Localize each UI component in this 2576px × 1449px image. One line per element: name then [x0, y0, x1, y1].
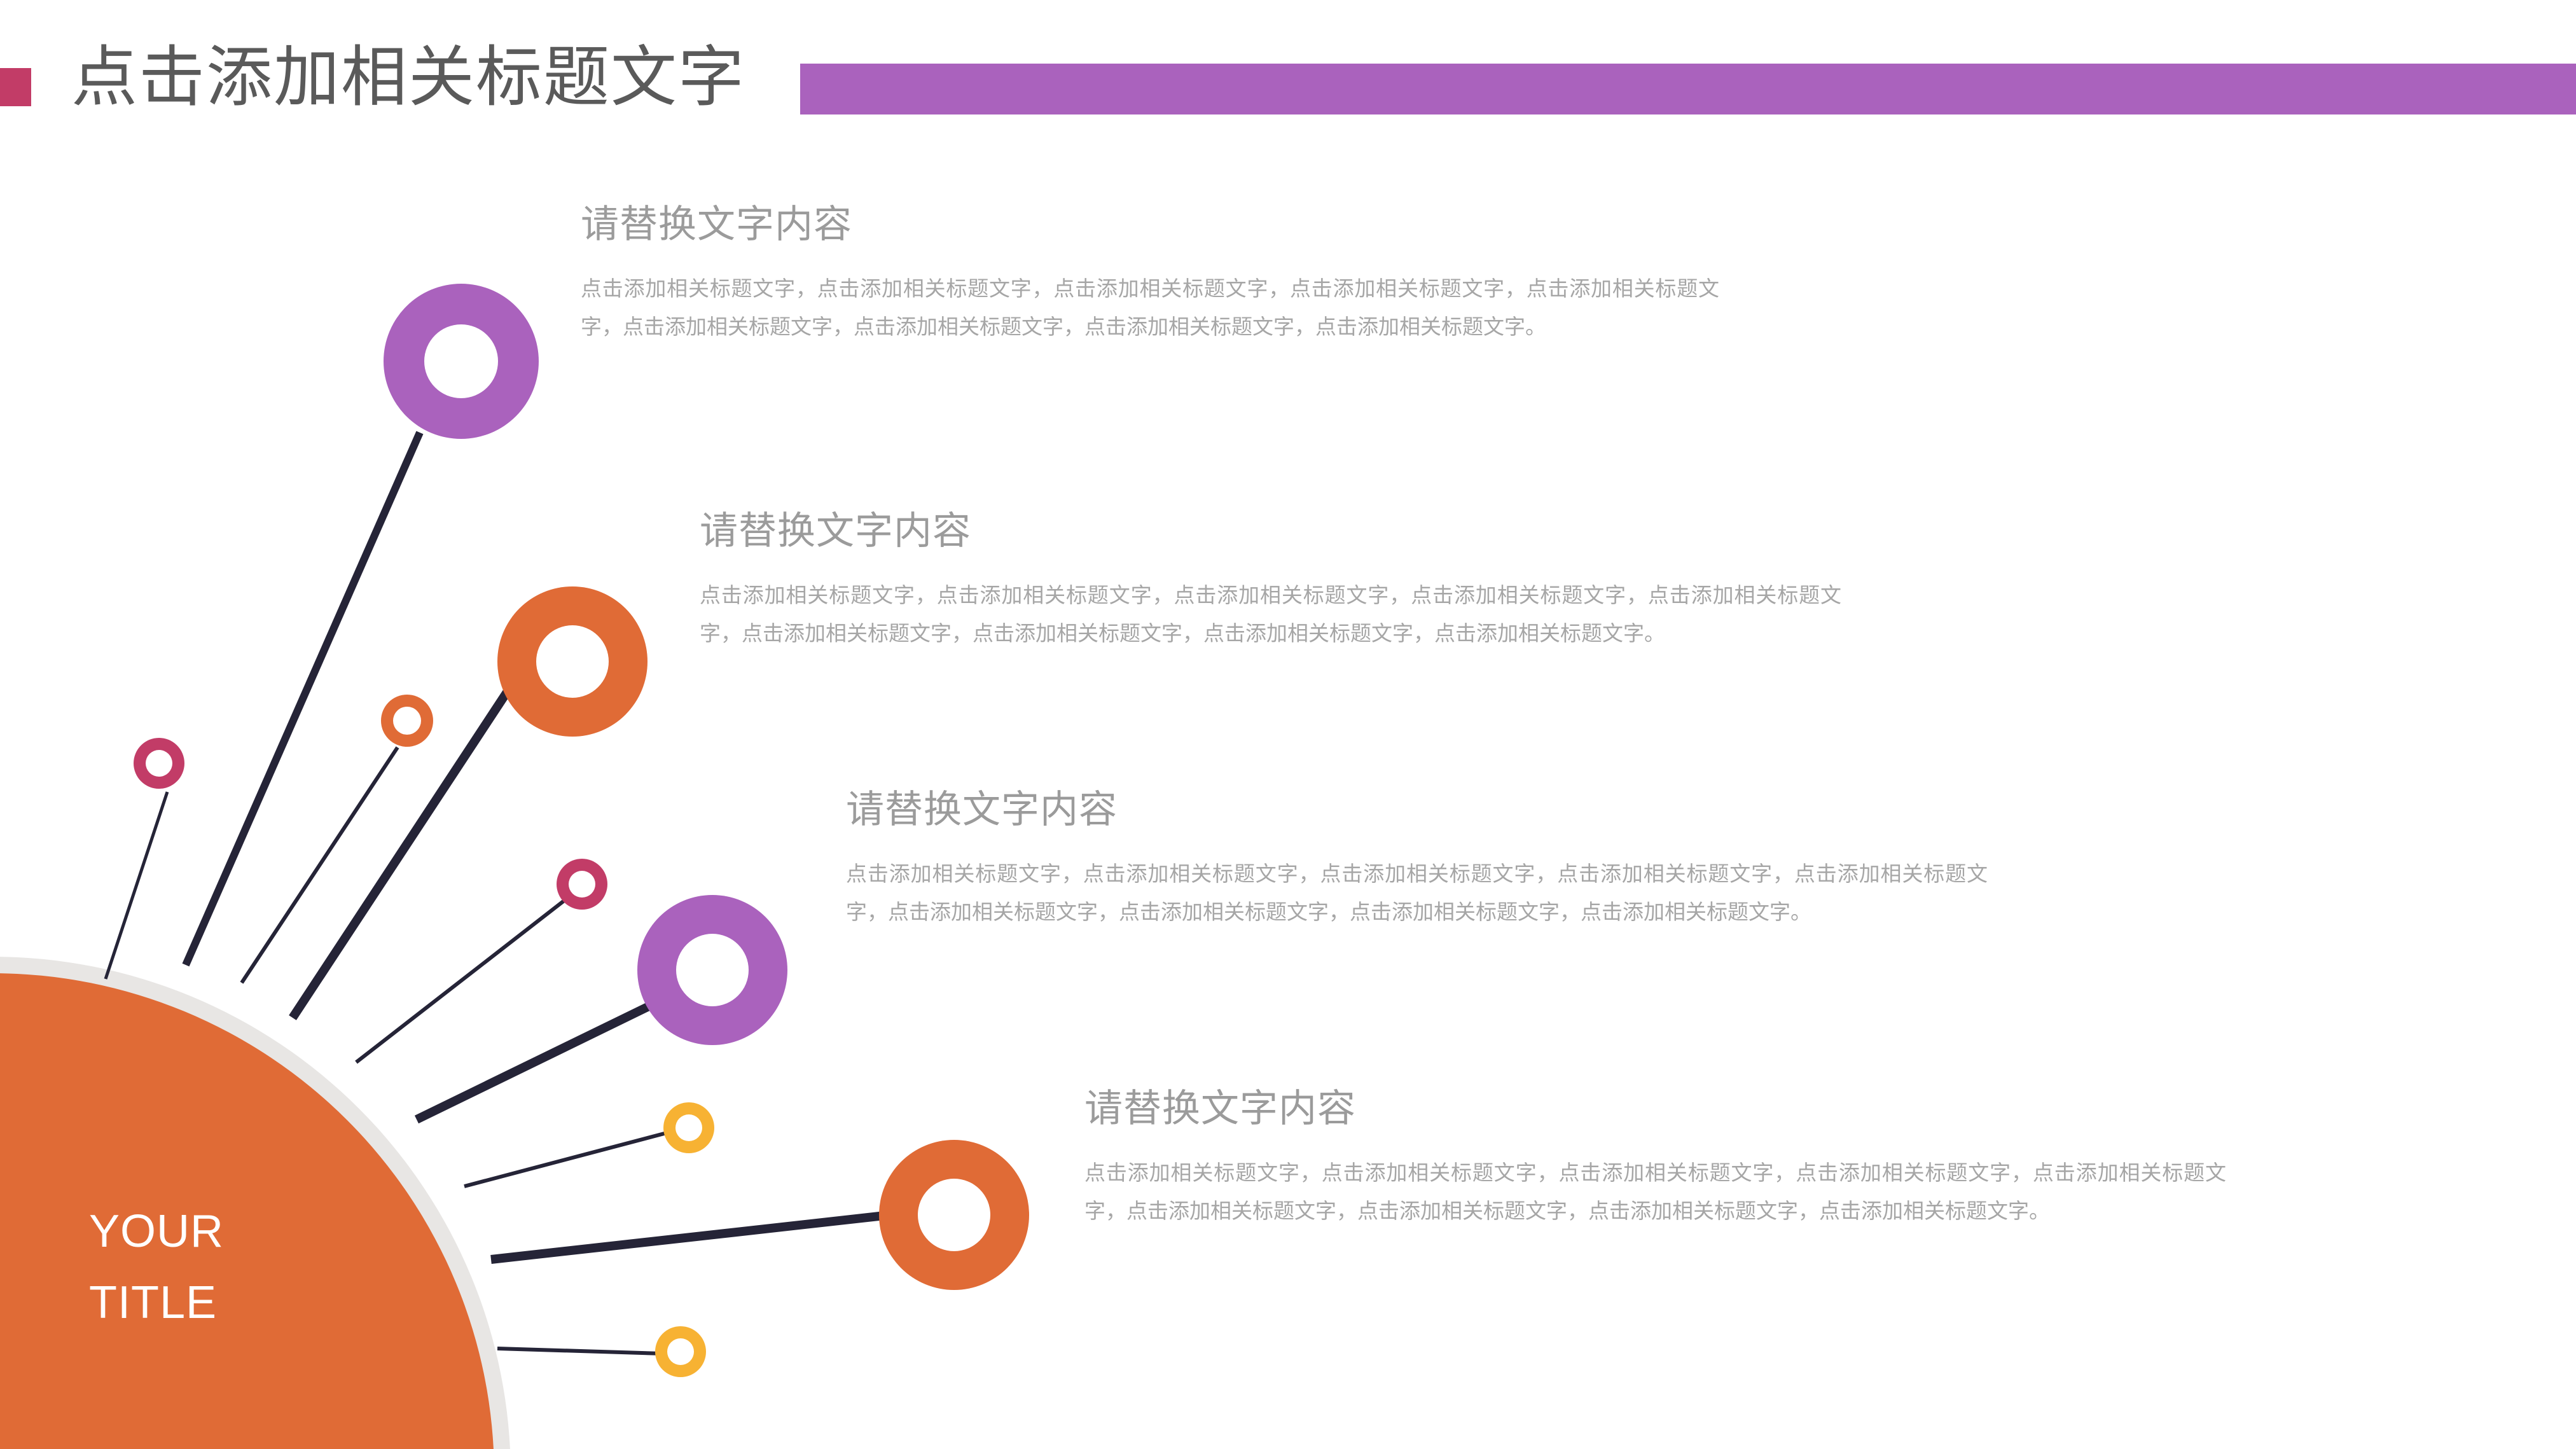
- node-orange-large-upper[interactable]: [497, 586, 647, 737]
- content-block-2-heading: 请替换文字内容: [700, 510, 971, 552]
- connector-line-2: [182, 431, 424, 967]
- content-block-4: 请替换文字内容 点击添加相关标题文字，点击添加相关标题文字，点击添加相关标题文字…: [1084, 1086, 2229, 1230]
- connector-line-4: [289, 634, 548, 1020]
- connector-line-1: [104, 791, 169, 980]
- content-block-2-body: 点击添加相关标题文字，点击添加相关标题文字，点击添加相关标题文字，点击添加相关标…: [700, 583, 1841, 645]
- title-underline-bar: [800, 64, 2576, 114]
- node-yellow-small-upper[interactable]: [663, 1102, 714, 1153]
- node-purple-large-middle[interactable]: [637, 895, 787, 1045]
- node-yellow-small-lower[interactable]: [655, 1326, 706, 1377]
- connector-lines: [104, 431, 891, 1355]
- slide-header: 点击添加相关标题文字: [0, 0, 2576, 134]
- content-block-3-heading: 请替换文字内容: [846, 788, 1118, 831]
- node-orange-large-lower[interactable]: [879, 1140, 1029, 1290]
- connector-line-3: [240, 746, 399, 984]
- connector-line-9: [497, 1347, 663, 1355]
- content-block-1: 请替换文字内容 点击添加相关标题文字，点击添加相关标题文字，点击添加相关标题文字…: [581, 202, 1726, 346]
- node-orange-small[interactable]: [381, 695, 433, 747]
- content-block-4-body: 点击添加相关标题文字，点击添加相关标题文字，点击添加相关标题文字，点击添加相关标…: [1084, 1161, 2226, 1223]
- content-block-1-body: 点击添加相关标题文字，点击添加相关标题文字，点击添加相关标题文字，点击添加相关标…: [581, 277, 1719, 338]
- connector-line-7: [464, 1130, 670, 1188]
- center-circle-disc[interactable]: [0, 973, 494, 1449]
- content-block-1-heading: 请替换文字内容: [581, 203, 852, 246]
- node-crimson-small-middle[interactable]: [557, 859, 607, 910]
- connector-line-5: [355, 896, 569, 1064]
- title-accent-square: [0, 68, 31, 106]
- content-block-3-body: 点击添加相关标题文字，点击添加相关标题文字，点击添加相关标题文字，点击添加相关标…: [846, 862, 1988, 924]
- node-crimson-small-upper[interactable]: [134, 738, 184, 789]
- connector-line-6: [414, 991, 674, 1124]
- content-block-4-heading: 请替换文字内容: [1084, 1087, 1356, 1130]
- content-block-2: 请替换文字内容 点击添加相关标题文字，点击添加相关标题文字，点击添加相关标题文字…: [700, 509, 1845, 653]
- node-purple-large-top[interactable]: [384, 284, 539, 439]
- connector-line-8: [490, 1210, 891, 1264]
- content-block-3: 请替换文字内容 点击添加相关标题文字，点击添加相关标题文字，点击添加相关标题文字…: [846, 787, 1991, 931]
- page-title: 点击添加相关标题文字: [71, 41, 746, 114]
